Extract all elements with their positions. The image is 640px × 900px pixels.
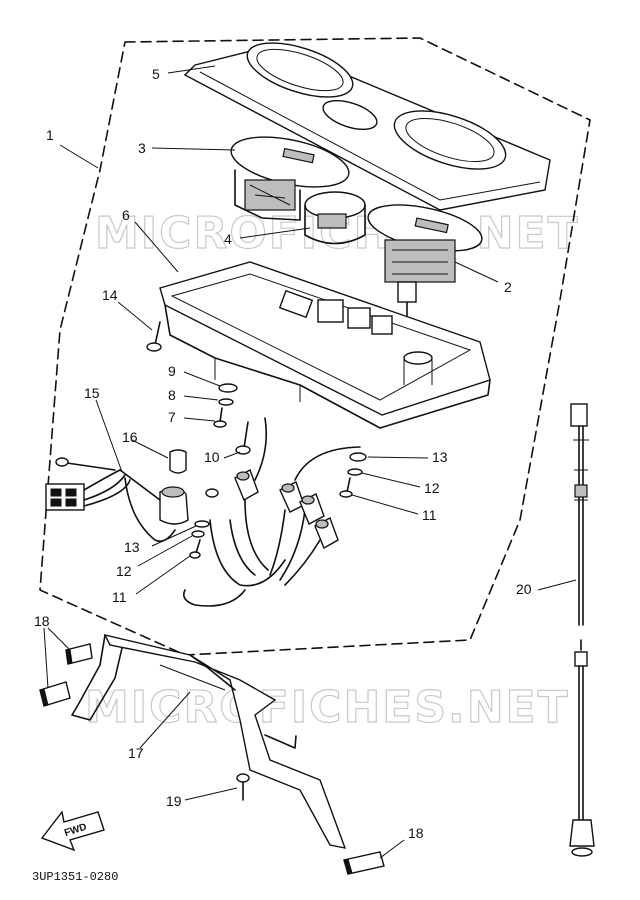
callout-10: 10 bbox=[204, 449, 220, 465]
callout-11-right: 11 bbox=[422, 507, 437, 523]
socket-a bbox=[234, 469, 259, 502]
fasteners-right bbox=[339, 452, 367, 498]
callout-6: 6 bbox=[122, 207, 130, 223]
callout-8: 8 bbox=[168, 387, 176, 403]
socket-c bbox=[299, 493, 325, 525]
callout-5: 5 bbox=[152, 66, 160, 82]
callout-15: 15 bbox=[84, 385, 100, 401]
fasteners-left bbox=[189, 520, 210, 559]
socket-b bbox=[279, 481, 305, 513]
callout-20: 20 bbox=[516, 581, 532, 597]
callout-13-left: 13 bbox=[124, 539, 140, 555]
callout-2: 2 bbox=[504, 279, 512, 295]
speedometer bbox=[230, 136, 350, 221]
bulb-16 bbox=[159, 449, 189, 525]
callout-18-left: 18 bbox=[34, 613, 50, 629]
fwd-arrow-icon: FWD bbox=[40, 810, 105, 852]
damper-18b bbox=[39, 681, 71, 707]
fasteners-7-8-9 bbox=[213, 383, 238, 428]
leader-lines bbox=[43, 65, 577, 859]
watermark-bottom: MICROFICHES.NET bbox=[85, 682, 570, 733]
meter-case bbox=[159, 261, 491, 429]
callout-11-left: 11 bbox=[112, 589, 127, 605]
connector-15 bbox=[45, 457, 176, 543]
screw-14 bbox=[146, 321, 162, 352]
drawing-code: 3UP1351-0280 bbox=[32, 870, 118, 884]
damper-18a bbox=[65, 643, 93, 665]
callout-12-right: 12 bbox=[424, 480, 440, 496]
callout-4: 4 bbox=[224, 231, 232, 247]
screw-19 bbox=[236, 773, 250, 801]
callout-13-right: 13 bbox=[432, 449, 448, 465]
callout-12-left: 12 bbox=[116, 563, 132, 579]
callout-9: 9 bbox=[168, 363, 176, 379]
speedometer-cable-20 bbox=[569, 403, 595, 857]
callout-16: 16 bbox=[122, 429, 138, 445]
indicator-unit bbox=[304, 191, 366, 245]
callout-14: 14 bbox=[102, 287, 118, 303]
callout-1: 1 bbox=[46, 127, 54, 143]
damper-18c bbox=[343, 851, 385, 875]
wire-harness bbox=[182, 417, 361, 607]
screw-10 bbox=[235, 421, 251, 455]
assembly-boundary bbox=[39, 37, 591, 656]
meter-cover bbox=[183, 42, 551, 211]
callout-3: 3 bbox=[138, 140, 146, 156]
callouts: 1 2 3 4 5 6 7 8 9 10 11 11 12 12 13 13 1… bbox=[34, 66, 532, 841]
socket-d bbox=[314, 517, 339, 550]
tachometer bbox=[367, 204, 483, 319]
callout-19: 19 bbox=[166, 793, 182, 809]
bracket-17 bbox=[71, 633, 347, 849]
callout-18-right: 18 bbox=[408, 825, 424, 841]
callout-17: 17 bbox=[128, 745, 144, 761]
callout-7: 7 bbox=[168, 409, 176, 425]
